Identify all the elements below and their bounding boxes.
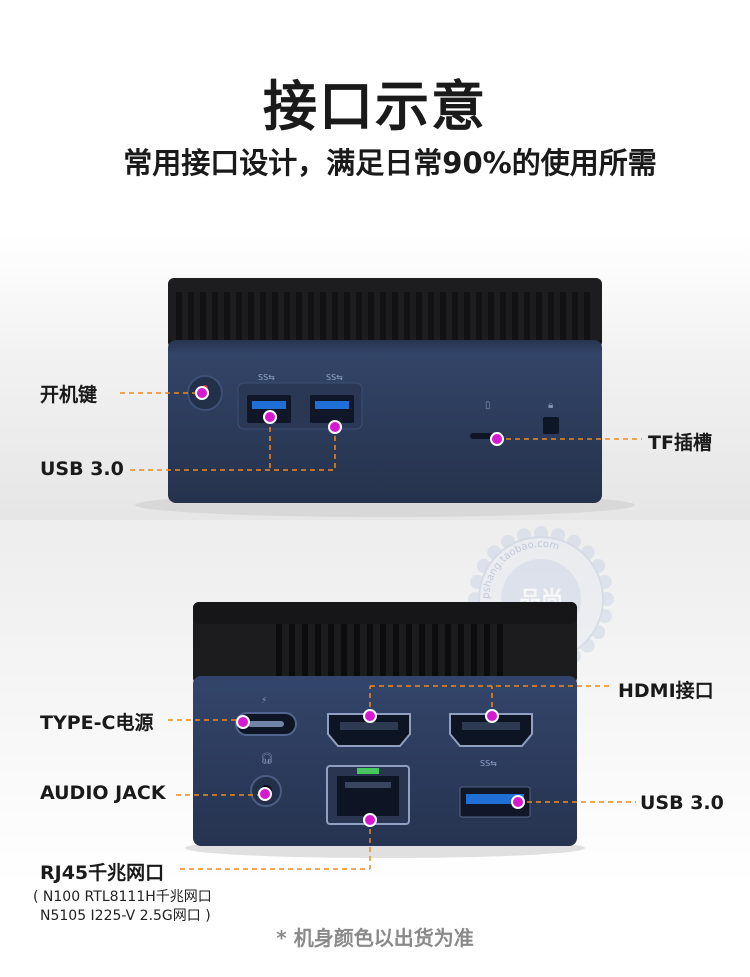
power-marker — [195, 386, 209, 400]
hdmi-marker-1 — [363, 709, 377, 723]
audio-marker — [258, 787, 272, 801]
kensington-lock — [543, 417, 559, 434]
hdmi-label: HDMI接口 — [618, 680, 714, 702]
usb-marker-1 — [263, 410, 277, 424]
power-button-label: 开机键 — [40, 384, 98, 406]
svg-text:🎧︎: 🎧︎ — [260, 752, 274, 765]
rj45-note-line1: ( N100 RTL8111H千兆网口 — [33, 889, 212, 905]
back-vents — [276, 624, 503, 676]
page-title: 接口示意 — [263, 75, 487, 138]
svg-text:▯: ▯ — [485, 400, 491, 411]
color-disclaimer: * 机身颜色以出货为准 — [276, 926, 474, 950]
type-c-label: TYPE-C电源 — [40, 712, 154, 734]
hdmi-marker-2 — [485, 709, 499, 723]
back-usb-marker — [511, 795, 525, 809]
type-c-marker — [236, 715, 250, 729]
front-usb-label: USB 3.0 — [40, 458, 124, 480]
svg-text:⚡: ⚡ — [261, 696, 267, 706]
tf-marker — [490, 432, 504, 446]
svg-text:🔒︎: 🔒︎ — [548, 400, 553, 411]
svg-text:SS⇆: SS⇆ — [258, 373, 275, 382]
rj45-note-line2: N5105 I225-V 2.5G网口 ) — [40, 908, 211, 924]
front-grille-ridges — [176, 292, 590, 344]
audio-jack-label: AUDIO JACK — [40, 782, 166, 804]
page-subtitle: 常用接口设计，满足日常90%的使用所需 — [123, 146, 657, 180]
front-device-illustration: SS⇆ SS⇆ ▯ 🔒︎ — [120, 278, 642, 517]
tf-slot-label: TF插槽 — [648, 432, 712, 454]
rj45-label: RJ45千兆网口 — [40, 862, 165, 884]
usb-marker-2 — [328, 420, 342, 434]
back-device-illustration: ⚡ 🎧︎ SS⇆ — [168, 602, 636, 870]
back-usb-label: USB 3.0 — [640, 792, 724, 814]
svg-text:SS⇆: SS⇆ — [326, 373, 343, 382]
svg-text:SS⇆: SS⇆ — [480, 759, 497, 768]
rj45-marker — [363, 813, 377, 827]
